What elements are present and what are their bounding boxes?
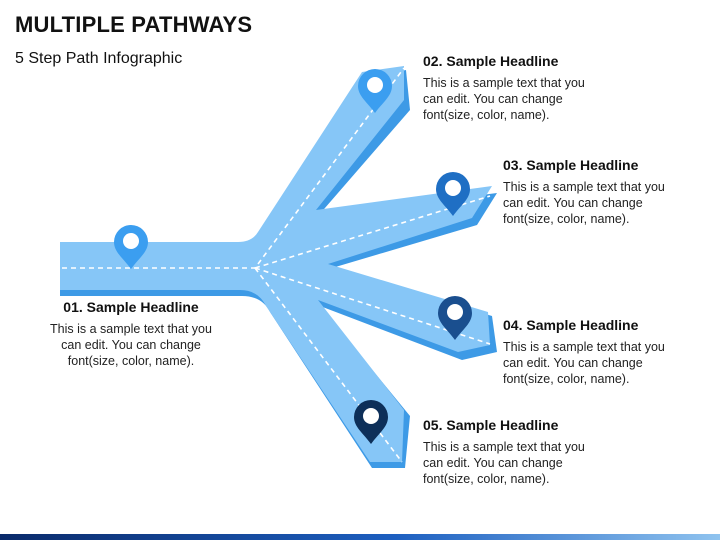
- pin-step-3: [436, 172, 470, 216]
- page-subtitle: 5 Step Path Infographic: [15, 50, 183, 67]
- step-4-body: This is a sample text that you can edit.…: [503, 340, 665, 386]
- step-2-body: This is a sample text that you can edit.…: [423, 76, 585, 122]
- pin-step-4: [438, 296, 472, 340]
- step-5-body: This is a sample text that you can edit.…: [423, 440, 585, 486]
- step-5-text: 05. Sample Headline This is a sample tex…: [423, 417, 623, 487]
- step-3-headline: 03. Sample Headline: [503, 157, 639, 173]
- page-title: MULTIPLE PATHWAYS: [15, 12, 253, 37]
- pin-step-1: [114, 225, 148, 269]
- step-1-text: 01. Sample Headline This is a sample tex…: [31, 299, 231, 369]
- step-3-text: 03. Sample Headline This is a sample tex…: [503, 157, 703, 227]
- step-5-headline: 05. Sample Headline: [423, 417, 559, 433]
- step-3-body: This is a sample text that you can edit.…: [503, 180, 665, 226]
- pin-step-5: [354, 400, 388, 444]
- step-1-body: This is a sample text that you can edit.…: [50, 322, 212, 368]
- pin-step-2: [358, 69, 392, 113]
- step-1-headline: 01. Sample Headline: [63, 299, 199, 315]
- step-2-text: 02. Sample Headline This is a sample tex…: [423, 53, 623, 123]
- step-4-headline: 04. Sample Headline: [503, 317, 639, 333]
- step-2-headline: 02. Sample Headline: [423, 53, 559, 69]
- step-4-text: 04. Sample Headline This is a sample tex…: [503, 317, 703, 387]
- footer-accent-bar: [0, 534, 720, 540]
- road-surface: [60, 66, 492, 462]
